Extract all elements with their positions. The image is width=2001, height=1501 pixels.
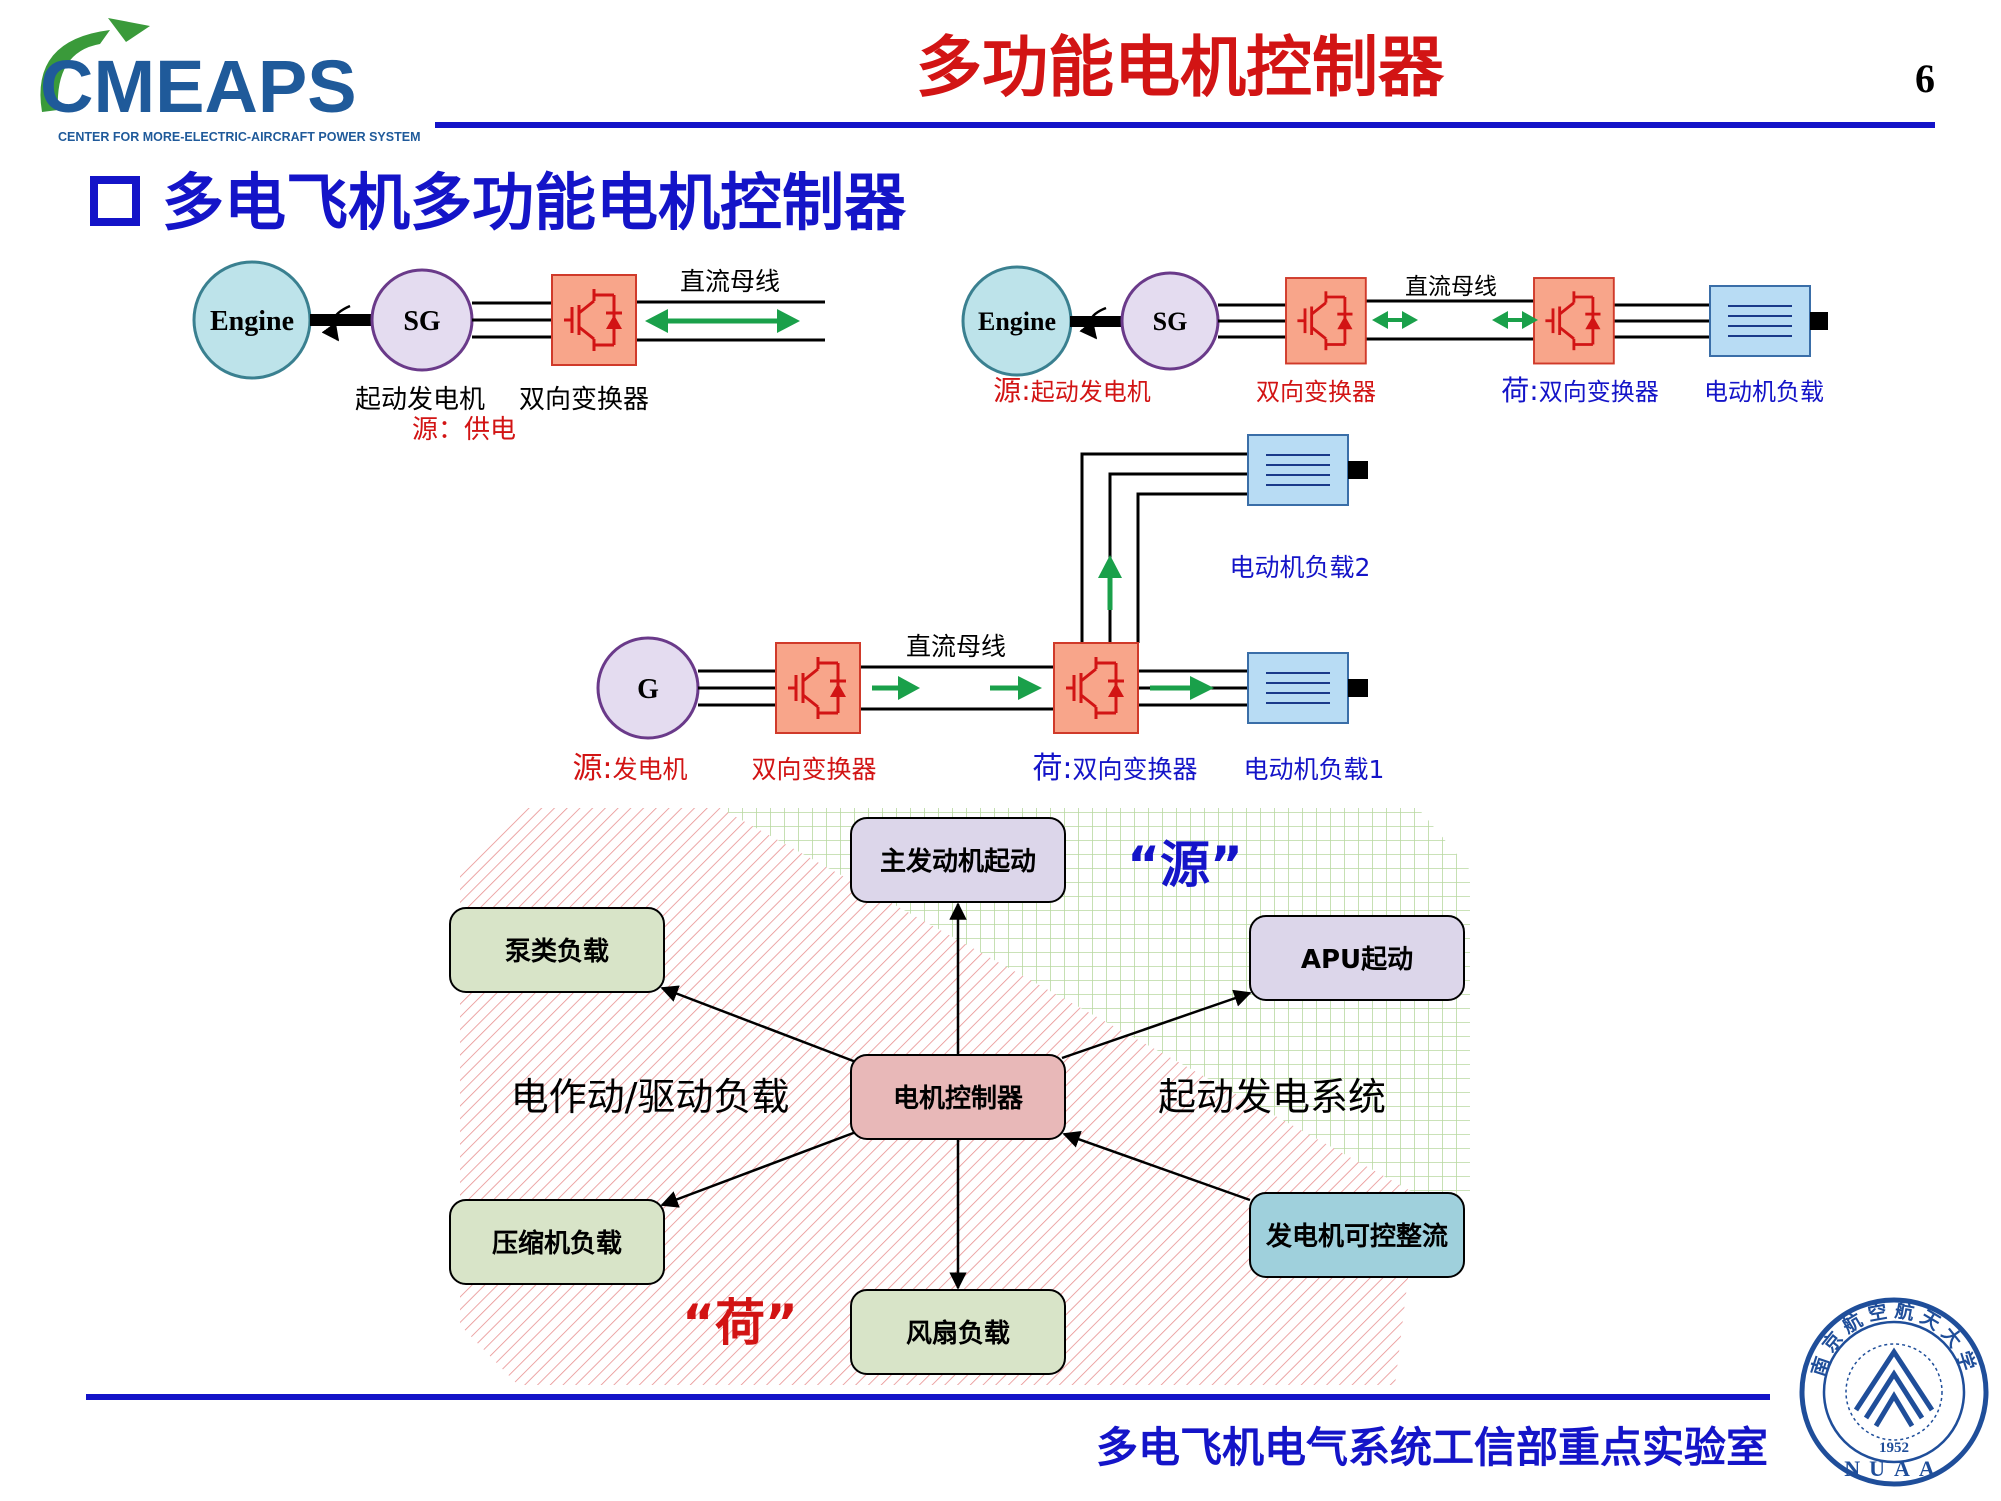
label-motor-load-2: 电动机负载2 [1230,553,1371,582]
motor-shaft [1810,312,1828,330]
converter-icon [1532,276,1616,365]
generator-rectifier-label: 发电机可控整流 [1265,1221,1448,1252]
flow-arrow-3 [1150,676,1214,700]
source-region [520,808,1470,1195]
label-machine: 起动发电机 [355,385,485,415]
load-prefix: 荷: [1032,751,1072,786]
apu-start-label: APU起动 [1301,945,1413,975]
label-converter: 双向变换器 [1256,378,1376,406]
motor-controller-box [850,1054,1066,1140]
flow-arrow-1 [872,676,920,700]
shaft [310,314,374,326]
main-engine-start-label: 主发动机起动 [880,846,1036,877]
lab-name: 多电飞机电气系统工信部重点实验室 [1096,1423,1768,1472]
apu-start-box [1249,915,1465,1001]
load-converter-icon [1052,641,1140,735]
motor-shaft [1348,679,1368,697]
seal-letters: NUAA [1844,1456,1944,1481]
university-seal: 1952 NUAA 南京航空航天大学 [1799,1297,1989,1487]
section-heading: 多电飞机多功能电机控制器 [162,166,907,239]
page-number: 6 [1915,56,1935,101]
motor-controller-label: 电机控制器 [893,1084,1024,1114]
seal-year: 1952 [1879,1440,1909,1456]
converter-icon [774,641,862,735]
bidirectional-arrow-1 [1372,311,1418,329]
rotation-arrow-icon [1079,306,1107,340]
motor-load-2-icon [1247,434,1349,506]
sg-label: SG [403,306,441,337]
diagram-a: Engine SG 直流母线 起动发电机 双向变换器 源：供电 [192,260,825,445]
shaft [1070,316,1128,327]
diagram-b: Engine SG 直流母线 源:起动发电机 [961,265,1828,407]
pump-load-label: 泵类负载 [505,937,609,967]
footer-rule [86,1394,1770,1400]
load-text: 双向变换器 [1073,755,1198,784]
arrow-to-apu [1061,989,1252,1060]
label-role: 源：供电 [412,415,516,445]
pump-load-box [449,907,665,993]
region-left-label: 电作动/驱动负载 [511,1075,790,1119]
seal-dotted-ring [1845,1343,1943,1441]
logo-subtitle: CENTER FOR MORE-ELECTRIC-AIRCRAFT POWER … [58,130,421,144]
main-engine-start-box [850,817,1066,903]
flow-arrow-up [1098,555,1122,610]
generator-label: G [637,674,659,705]
converter-icon [1284,276,1368,365]
label-load: 荷:双向变换器 [1501,374,1658,407]
motor-load-1-icon [1247,652,1349,724]
load-prefix: 荷: [1501,374,1538,407]
arrow-from-rectifier [1062,1131,1251,1202]
fan-load-box [850,1289,1066,1375]
engine-label: Engine [210,306,294,337]
arrow-to-pump [660,985,857,1064]
flow-arrow-2 [990,676,1042,700]
function-map: 主发动机起动 泵类负载 APU起动 电机控制器 发电机可控整流 压缩机负载 风扇… [449,808,1470,1385]
slide-title: 多功能电机控制器 [916,29,1445,106]
source-prefix: 源: [993,374,1030,407]
diagram-c: G [572,434,1385,786]
source-text: 发电机 [613,755,688,784]
engine-label: Engine [978,307,1056,336]
hollow-square-bullet-icon [90,176,140,226]
bus-label: 直流母线 [906,632,1006,661]
logo: CMEAPS CENTER FOR MORE-ELECTRIC-AIRCRAFT… [40,18,421,144]
bidirectional-arrow-2 [1492,311,1538,329]
arrow-left-icon [645,309,668,333]
label-source: 源:发电机 [572,751,687,786]
load-text: 双向变换器 [1539,378,1659,406]
label-motor-load: 电动机负载 [1704,378,1824,406]
sg-label: SG [1153,307,1188,336]
load-tag: “荷” [682,1294,798,1352]
header-rule [435,122,1935,128]
arrow-to-compressor [660,1130,857,1208]
label-load: 荷:双向变换器 [1032,751,1197,786]
arrow-right-icon [777,309,800,333]
bus-label: 直流母线 [1405,274,1497,300]
generator-rectifier-box [1249,1192,1465,1278]
label-converter: 双向变换器 [519,385,649,415]
source-text: 起动发电机 [1031,378,1151,406]
label-motor-load-1: 电动机负载1 [1244,755,1385,784]
label-source: 源:起动发电机 [993,374,1150,407]
seal-triangles-icon [1853,1347,1935,1428]
converter-icon [550,273,638,367]
seal-inner-ring [1822,1320,1966,1464]
logo-swoosh-icon [40,30,110,112]
rotation-arrow-icon [321,304,351,342]
motor-load-icon [1709,285,1811,357]
source-tag: “源” [1127,836,1243,894]
motor-shaft [1348,461,1368,479]
compressor-load-label: 压缩机负载 [492,1228,622,1259]
fan-load-label: 风扇负载 [906,1318,1010,1349]
logo-text: CMEAPS [40,45,357,128]
region-right-label: 起动发电系统 [1158,1075,1386,1119]
source-prefix: 源: [572,751,612,786]
logo-arrow-icon [108,18,150,42]
bus-label: 直流母线 [680,267,780,296]
label-converter: 双向变换器 [751,755,876,784]
compressor-load-box [449,1199,665,1285]
